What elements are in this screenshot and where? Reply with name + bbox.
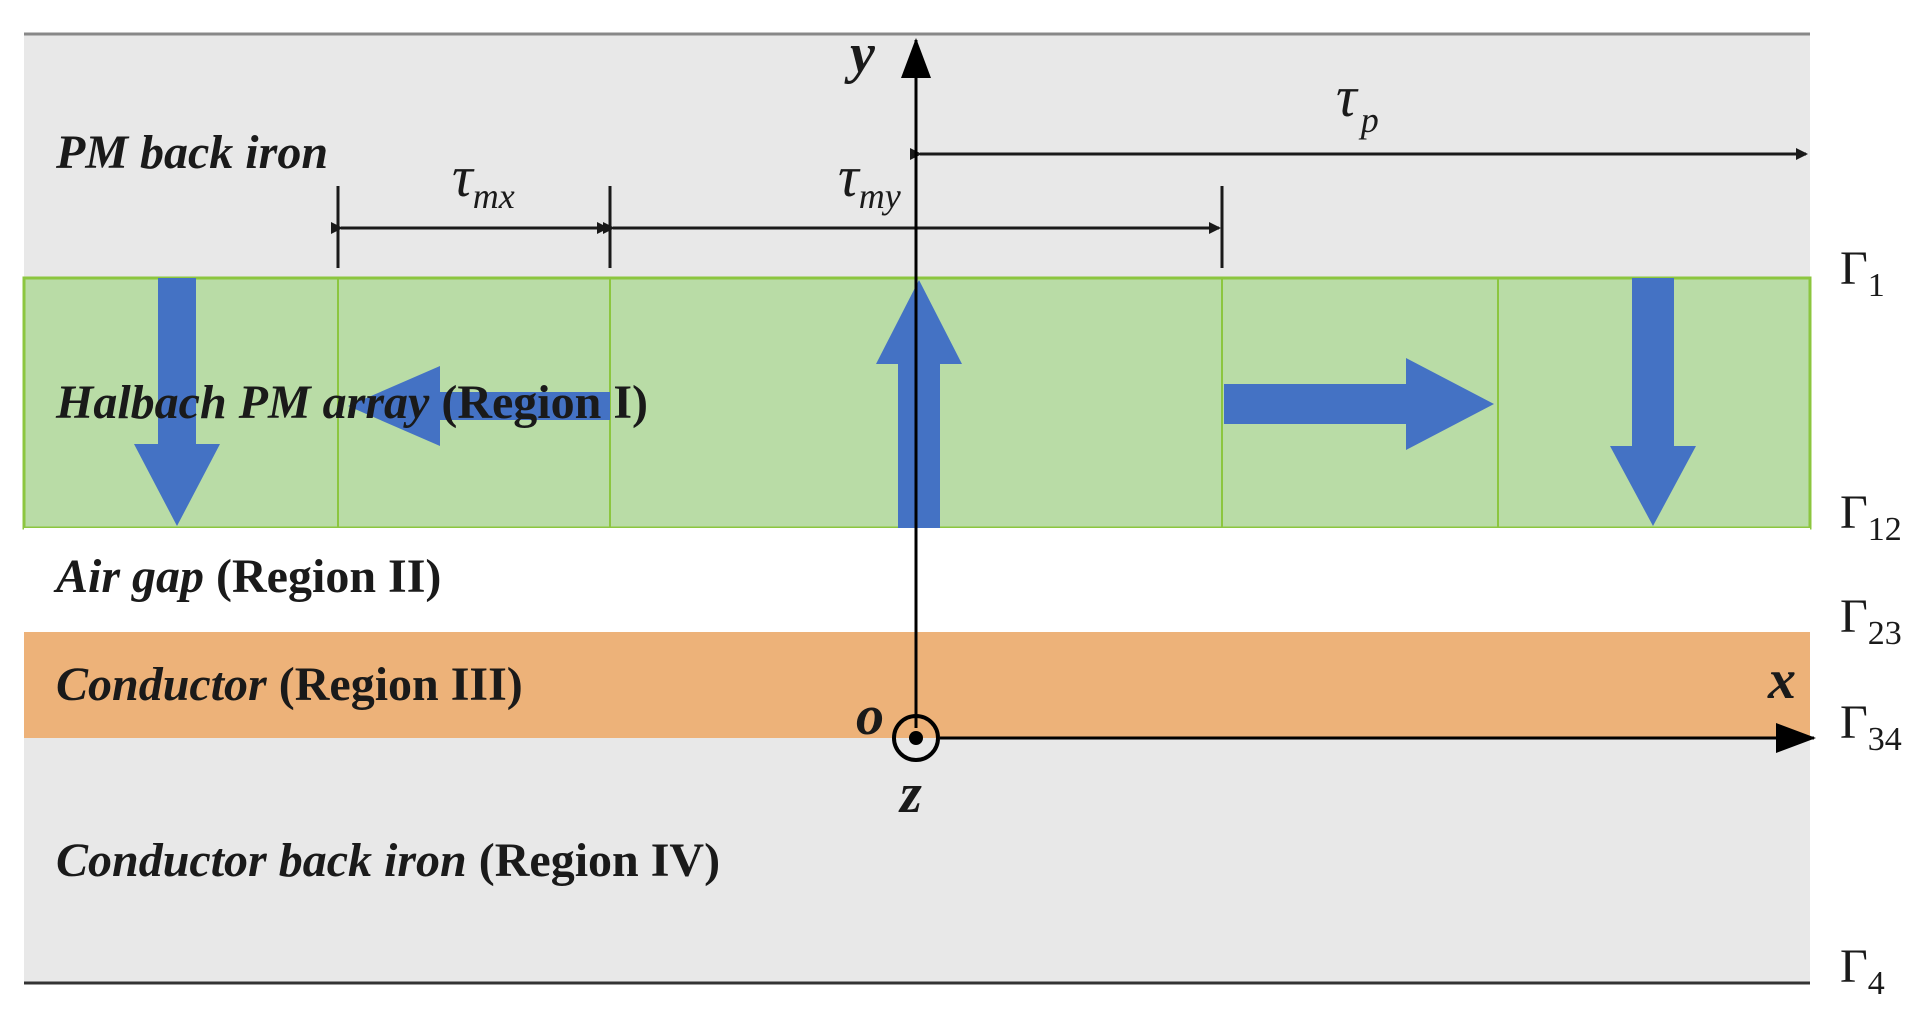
conductor-back-iron-region	[24, 738, 1810, 983]
pm-back-iron-label: PM back iron	[55, 126, 328, 179]
z-axis-circle	[892, 714, 940, 762]
air-gap-label: Air gap (Region II)	[53, 550, 441, 603]
magnetization-arrow-right	[1224, 358, 1494, 450]
magnetization-arrow-up	[876, 280, 962, 528]
conductor-label: Conductor (Region III)	[56, 658, 523, 711]
tau-my-label: τmy	[838, 144, 901, 216]
boundary-label-gamma-12: Γ12	[1840, 486, 1902, 548]
tau-mx-label: τmx	[452, 144, 515, 216]
magnetization-arrow-down	[134, 278, 220, 526]
boundary-label-gamma-34: Γ34	[1840, 696, 1902, 758]
conductor-back-iron-label: Conductor back iron (Region IV)	[56, 834, 720, 887]
origin-label: o	[856, 685, 884, 747]
y-axis-label: y	[844, 23, 876, 85]
boundary-label-gamma-4: Γ4	[1840, 940, 1885, 1002]
x-axis-label: x	[1767, 649, 1796, 711]
magnetization-arrow-left	[348, 366, 610, 446]
z-axis-label: z	[898, 763, 922, 825]
z-axis-dot	[909, 731, 923, 745]
magnetization-arrow-down	[1610, 278, 1696, 526]
boundary-label-gamma-23: Γ23	[1840, 590, 1902, 652]
boundary-label-gamma-1: Γ1	[1840, 242, 1885, 304]
halbach-label: Halbach PM array (Region I)	[55, 376, 648, 429]
